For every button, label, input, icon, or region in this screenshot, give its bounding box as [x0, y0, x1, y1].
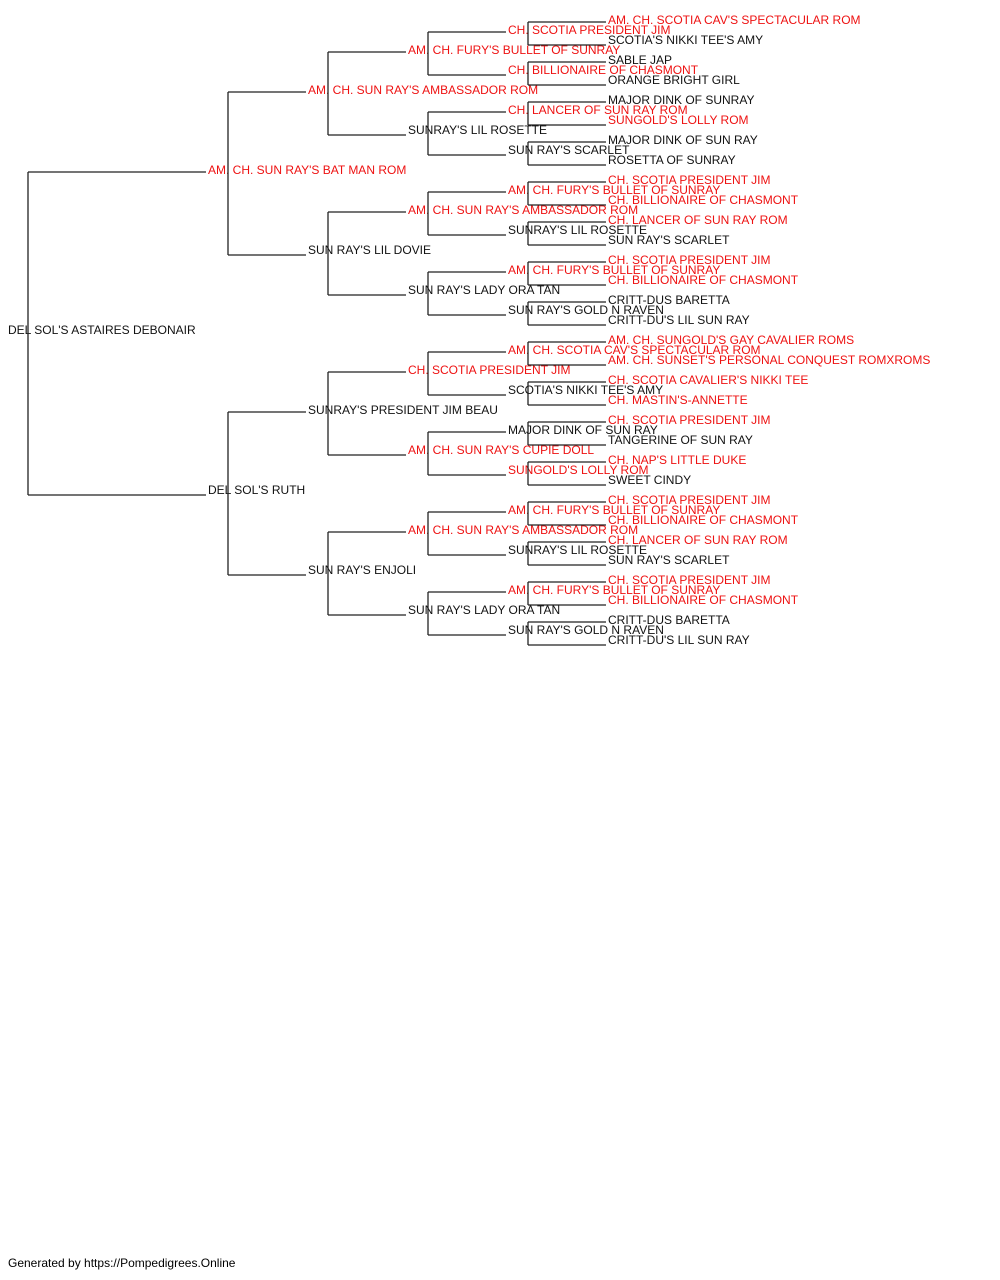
- dog-label-root-d-s-s-s-d: AM. CH. SUNSET'S PERSONAL CONQUEST ROMXR…: [608, 353, 930, 367]
- dog-label-root-s-d-s-s-d: CH. BILLIONAIRE OF CHASMONT: [608, 193, 799, 207]
- dog-label-root-d-d-d-d-s: CRITT-DUS BARETTA: [608, 613, 730, 627]
- dog-label-root-s-s-s-d-d: ORANGE BRIGHT GIRL: [608, 73, 740, 87]
- dog-label-root-s-d-d-d-d: CRITT-DU'S LIL SUN RAY: [608, 313, 750, 327]
- dog-label-root-d-d-s-d: SUNRAY'S LIL ROSETTE: [508, 543, 647, 557]
- dog-label-root-d-s-s-s-s: AM. CH. SUNGOLD'S GAY CAVALIER ROMS: [608, 333, 854, 347]
- dog-label-root-d-s-s: CH. SCOTIA PRESIDENT JIM: [408, 363, 570, 377]
- dog-label-root-s-s-s-d: CH. BILLIONAIRE OF CHASMONT: [508, 63, 699, 77]
- dog-label-root-d-d-d-d-d: CRITT-DU'S LIL SUN RAY: [608, 633, 750, 647]
- dog-label-root-s-d-s-d: SUNRAY'S LIL ROSETTE: [508, 223, 647, 237]
- dog-label-root: DEL SOL'S ASTAIRES DEBONAIR: [8, 323, 196, 337]
- dog-label-root-s-s-d-s: CH. LANCER OF SUN RAY ROM: [508, 103, 688, 117]
- dog-label-root-d-d-s-d-s: CH. LANCER OF SUN RAY ROM: [608, 533, 788, 547]
- dog-label-root-d-d-s: AM. CH. SUN RAY'S AMBASSADOR ROM: [408, 523, 638, 537]
- dog-label-root-s-d-s-d-s: CH. LANCER OF SUN RAY ROM: [608, 213, 788, 227]
- dog-label-root-s-d-d-d: SUN RAY'S GOLD N RAVEN: [508, 303, 664, 317]
- dog-label-root-s-s-d-d-s: MAJOR DINK OF SUN RAY: [608, 133, 758, 147]
- dog-label-root-d-s-d-s: MAJOR DINK OF SUN RAY: [508, 423, 658, 437]
- dog-label-root-s-s-d-d-d: ROSETTA OF SUNRAY: [608, 153, 736, 167]
- dog-label-root-s-s-s-s-s: AM. CH. SCOTIA CAV'S SPECTACULAR ROM: [608, 13, 861, 27]
- dog-label-root-d-s-d: AM. CH. SUN RAY'S CUPIE DOLL: [408, 443, 594, 457]
- dog-label-root-d-s-d-s-s: CH. SCOTIA PRESIDENT JIM: [608, 413, 770, 427]
- dog-label-root-d-d-d-s: AM. CH. FURY'S BULLET OF SUNRAY: [508, 583, 720, 597]
- dog-label-root-s-s-s-s: CH. SCOTIA PRESIDENT JIM: [508, 23, 670, 37]
- dog-label-root-d-s-d-s-d: TANGERINE OF SUN RAY: [608, 433, 753, 447]
- footer-credit: Generated by https://Pompedigrees.Online: [8, 1256, 236, 1270]
- dog-label-root-d-d: SUN RAY'S ENJOLI: [308, 563, 416, 577]
- dog-label-root-d-s-d-d-d: SWEET CINDY: [608, 473, 691, 487]
- dog-label-root-d-d-d-s-d: CH. BILLIONAIRE OF CHASMONT: [608, 593, 799, 607]
- dog-label-root-s-d-s: AM. CH. SUN RAY'S AMBASSADOR ROM: [408, 203, 638, 217]
- dog-label-root-s-s-s-s-d: SCOTIA'S NIKKI TEE'S AMY: [608, 33, 763, 47]
- dog-label-root-d-s-s-d-s: CH. SCOTIA CAVALIER'S NIKKI TEE: [608, 373, 808, 387]
- dog-label-root-s: AM. CH. SUN RAY'S BAT MAN ROM: [208, 163, 406, 177]
- dog-label-root-s-d-d-s: AM. CH. FURY'S BULLET OF SUNRAY: [508, 263, 720, 277]
- dog-label-root-s-d-s-s-s: CH. SCOTIA PRESIDENT JIM: [608, 173, 770, 187]
- dog-label-root-d-d-s-s-s: CH. SCOTIA PRESIDENT JIM: [608, 493, 770, 507]
- dog-label-root-d-d-d-s-s: CH. SCOTIA PRESIDENT JIM: [608, 573, 770, 587]
- dog-label-root-d-d-s-s-d: CH. BILLIONAIRE OF CHASMONT: [608, 513, 799, 527]
- dog-label-root-s-d: SUN RAY'S LIL DOVIE: [308, 243, 431, 257]
- dog-label-root-s-s-s: AM. CH. FURY'S BULLET OF SUNRAY: [408, 43, 620, 57]
- dog-label-root-s-s: AM. CH. SUN RAY'S AMBASSADOR ROM: [308, 83, 538, 97]
- dog-label-root-s-s-s-d-s: SABLE JAP: [608, 53, 672, 67]
- dog-label-root-s-s-d: SUNRAY'S LIL ROSETTE: [408, 123, 547, 137]
- dog-label-root-s-s-d-s-s: MAJOR DINK OF SUNRAY: [608, 93, 754, 107]
- dog-label-root-s-d-d-s-d: CH. BILLIONAIRE OF CHASMONT: [608, 273, 799, 287]
- dog-label-root-s-d-s-d-d: SUN RAY'S SCARLET: [608, 233, 730, 247]
- dog-label-root-d: DEL SOL'S RUTH: [208, 483, 305, 497]
- dog-label-root-d-d-d-d: SUN RAY'S GOLD N RAVEN: [508, 623, 664, 637]
- dog-label-root-s-d-d-d-s: CRITT-DUS BARETTA: [608, 293, 730, 307]
- dog-label-root-s-d-d: SUN RAY'S LADY ORA TAN: [408, 283, 560, 297]
- dog-label-root-s-s-d-d: SUN RAY'S SCARLET: [508, 143, 630, 157]
- dog-label-root-d-s-s-d: SCOTIA'S NIKKI TEE'S AMY: [508, 383, 663, 397]
- dog-label-root-s-d-d-s-s: CH. SCOTIA PRESIDENT JIM: [608, 253, 770, 267]
- dog-label-root-d-d-d: SUN RAY'S LADY ORA TAN: [408, 603, 560, 617]
- dog-label-root-s-d-s-s: AM. CH. FURY'S BULLET OF SUNRAY: [508, 183, 720, 197]
- dog-label-root-d-s-s-s: AM. CH. SCOTIA CAV'S SPECTACULAR ROM: [508, 343, 761, 357]
- dog-label-root-d-d-s-d-d: SUN RAY'S SCARLET: [608, 553, 730, 567]
- dog-label-root-s-s-d-s-d: SUNGOLD'S LOLLY ROM: [608, 113, 749, 127]
- dog-label-root-d-s-s-d-d: CH. MASTIN'S-ANNETTE: [608, 393, 748, 407]
- dog-label-root-d-s: SUNRAY'S PRESIDENT JIM BEAU: [308, 403, 498, 417]
- dog-label-root-d-s-d-d-s: CH. NAP'S LITTLE DUKE: [608, 453, 746, 467]
- dog-label-root-d-d-s-s: AM. CH. FURY'S BULLET OF SUNRAY: [508, 503, 720, 517]
- dog-label-root-d-s-d-d: SUNGOLD'S LOLLY ROM: [508, 463, 649, 477]
